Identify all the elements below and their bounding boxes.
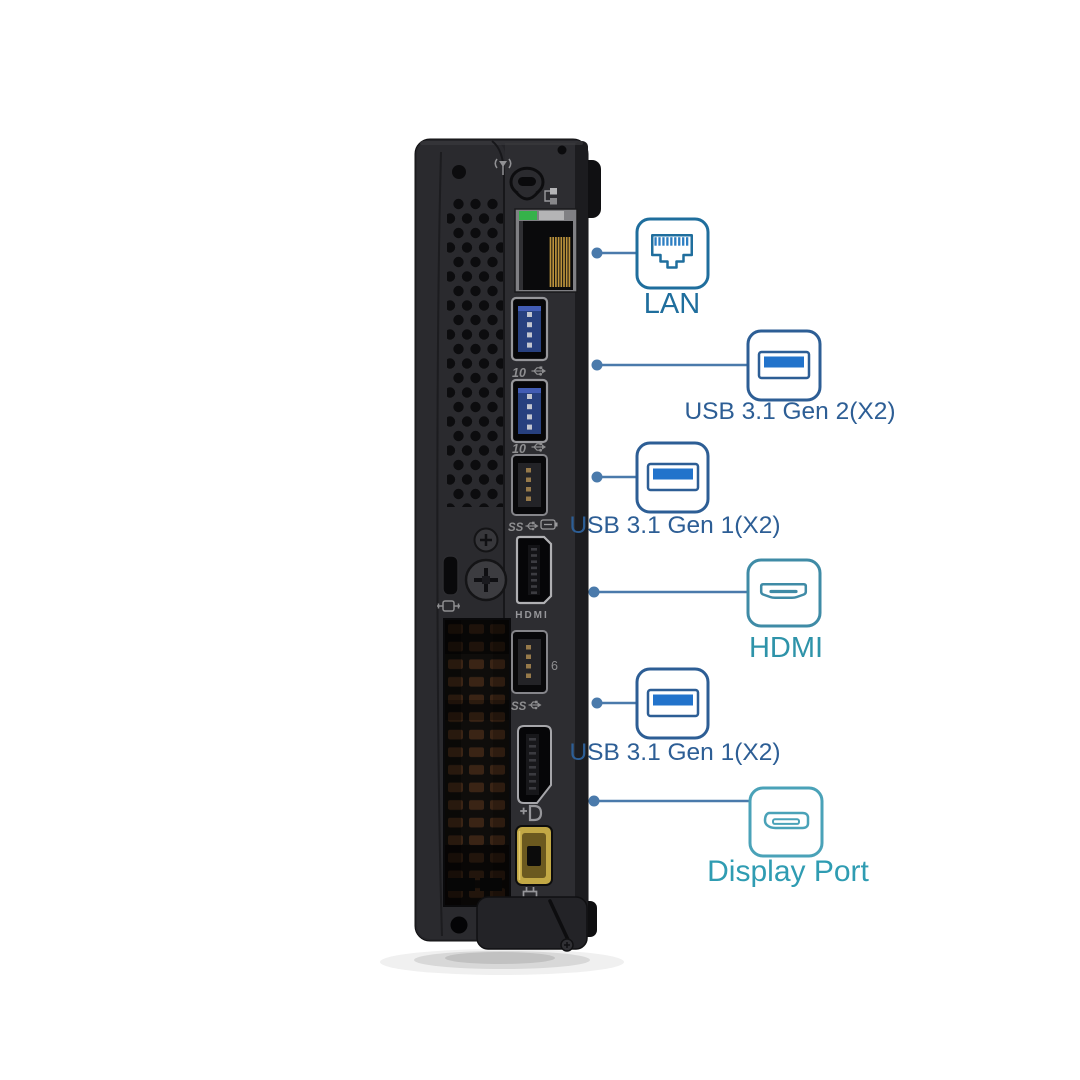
usb-port-number-marking: 6: [551, 659, 558, 673]
usb-gen1-port-lower: [511, 630, 548, 694]
antenna-knockout: [509, 166, 545, 201]
battery-icon: [540, 519, 558, 530]
hdmi-port-icon: [746, 558, 822, 628]
usb-ss-marking-upper: SS: [508, 519, 558, 534]
svg-text:SS: SS: [511, 701, 527, 713]
callout-lan: LAN: [591, 217, 710, 320]
callout-usb-gen1-lower: USB 3.1 Gen 1(X2): [569, 667, 781, 766]
usb-gen2-marking-1: 10: [512, 366, 546, 380]
panel-seam: [491, 140, 505, 938]
callout-display-port: Display Port: [588, 786, 870, 888]
vent-hole-large: [452, 165, 466, 179]
usb-gen1-port-upper: [511, 454, 548, 516]
hdmi-port: [515, 535, 553, 605]
usb-trident-icon: [531, 366, 546, 376]
chassis-right-edge: [575, 141, 588, 939]
ethernet-port: [514, 208, 578, 293]
antenna-icon: [494, 158, 512, 175]
callouts: LAN USB 3.1 Gen 2(X2) USB 3.1 Gen 1(X2): [569, 217, 896, 888]
bottom-hole: [450, 916, 468, 934]
usb-gen2-port-1: [510, 296, 549, 362]
displayport-logo: [520, 804, 543, 822]
callout-dot: [588, 795, 600, 807]
usb-port-icon: [746, 329, 822, 402]
callout-dot: [591, 359, 603, 371]
hdmi-molded-label: HDMI: [515, 610, 549, 621]
callout-label-usb-gen1-lower: USB 3.1 Gen 1(X2): [569, 739, 780, 766]
callout-dot: [588, 586, 600, 598]
usb-gen2-marking-2: 10: [512, 442, 546, 456]
cable-lock-icon: [437, 600, 460, 612]
callout-label-lan: LAN: [644, 288, 700, 320]
callout-usb-gen1-upper: USB 3.1 Gen 1(X2): [569, 441, 781, 539]
usb-port-icon: [635, 667, 710, 740]
mini-pc-device: 10 10: [380, 138, 624, 975]
ethernet-port-icon: [635, 217, 710, 290]
callout-dot: [591, 247, 603, 259]
power-connector: [515, 825, 553, 886]
displayport-icon: [748, 786, 824, 858]
callout-label-display-port: Display Port: [707, 855, 869, 888]
svg-text:10: 10: [512, 442, 526, 456]
displayport-port: [517, 725, 552, 804]
ethernet-led: [519, 211, 537, 220]
ethernet-pins: [549, 237, 571, 287]
bottom-cover: [450, 896, 588, 952]
kensington-lock-slot: [442, 555, 459, 596]
top-screw-hole: [557, 145, 567, 155]
rj45-pins: [654, 237, 689, 246]
svg-text:SS: SS: [508, 522, 524, 534]
usb-gen2-port-2: [510, 378, 549, 444]
usb-port-icon: [635, 441, 710, 514]
callout-dot: [591, 697, 603, 709]
usb-trident-icon: [525, 521, 539, 531]
callout-label-usb-gen1-upper: USB 3.1 Gen 1(X2): [569, 512, 780, 539]
callout-dot: [591, 471, 603, 483]
vent-hole-grid: [447, 197, 503, 507]
callout-usb-gen2: USB 3.1 Gen 2(X2): [591, 329, 896, 425]
svg-text:10: 10: [512, 366, 526, 380]
callout-label-usb-gen2: USB 3.1 Gen 2(X2): [684, 398, 895, 425]
network-icon: [544, 188, 557, 205]
usb-trident-icon: [528, 700, 542, 710]
side-edge-curve: [436, 151, 443, 937]
usb-ss-marking-lower: SS: [511, 700, 542, 713]
usb-trident-icon: [531, 442, 546, 452]
screw-small: [473, 527, 499, 553]
screw-large: [464, 558, 508, 602]
chassis-top-bevel: [420, 141, 583, 145]
callout-label-hdmi: HDMI: [749, 632, 823, 664]
vent-grille: [443, 618, 511, 907]
device-shadow: [380, 949, 624, 975]
callout-hdmi: HDMI: [588, 558, 823, 664]
